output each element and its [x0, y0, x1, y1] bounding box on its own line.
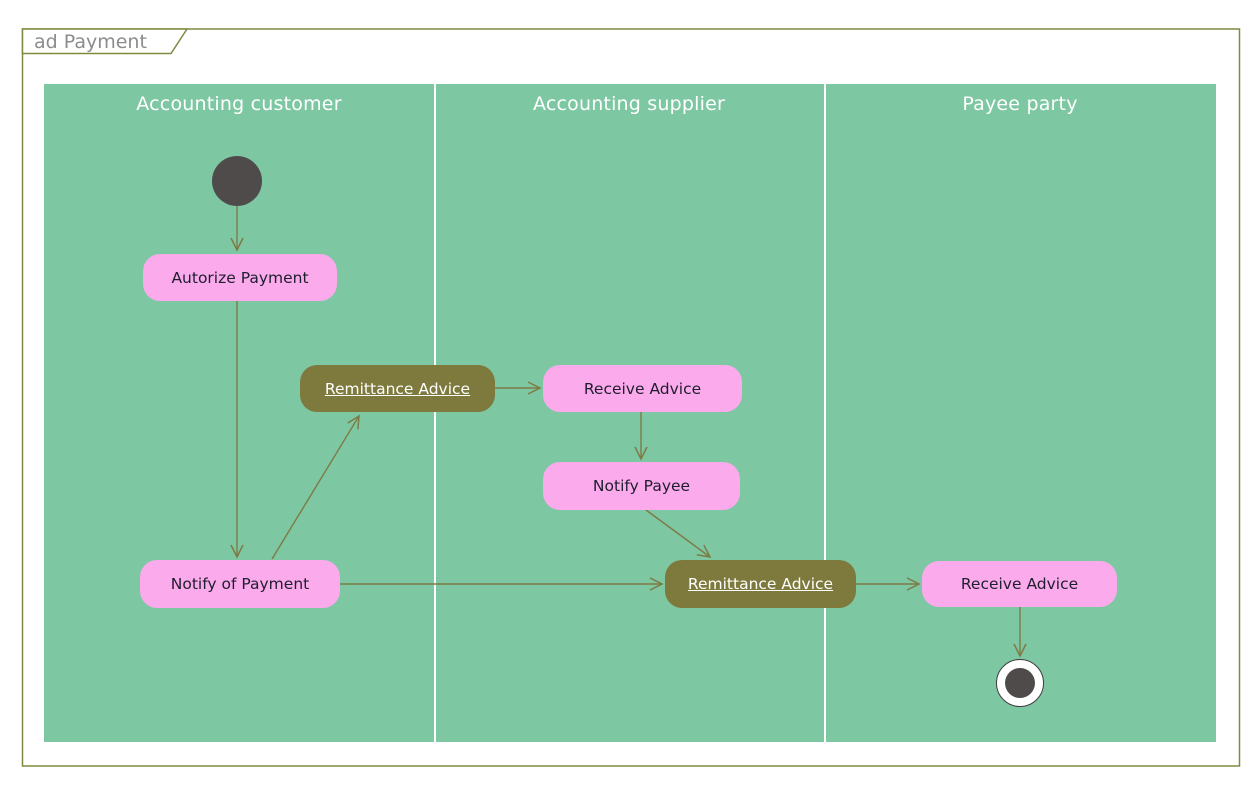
lane-label: Payee party — [962, 93, 1078, 115]
initial-node[interactable] — [212, 156, 262, 206]
activity-label: Receive Advice — [960, 575, 1079, 593]
object-node-label: Remittance Advice — [687, 575, 834, 593]
object-node-label: Remittance Advice — [324, 379, 471, 398]
activity-label: Notify Payee — [592, 477, 691, 495]
activity-label: Notify of Payment — [170, 575, 310, 593]
activity-receive-advice-payee[interactable]: Receive Advice — [922, 561, 1117, 607]
lane-divider-2 — [824, 84, 826, 742]
activity-notify-payee[interactable]: Notify Payee — [543, 462, 740, 510]
lane-header-accounting-supplier: Accounting supplier — [434, 86, 824, 122]
lane-label: Accounting supplier — [532, 93, 726, 115]
edge-notify-of-payment-to-remittance-advice-customer[interactable] — [271, 414, 360, 560]
edge-notify-payee-to-remittance-advice-supplier[interactable] — [645, 509, 712, 558]
activity-receive-advice-supplier[interactable]: Receive Advice — [543, 365, 742, 412]
activity-notify-of-payment[interactable]: Notify of Payment — [140, 560, 340, 608]
frame-title: ad Payment — [34, 31, 147, 53]
final-node[interactable] — [996, 659, 1044, 707]
lane-divider-1 — [434, 84, 436, 742]
activity-autorize-payment[interactable]: Autorize Payment — [143, 254, 337, 301]
lane-header-payee-party: Payee party — [824, 86, 1216, 122]
final-node-core — [1005, 668, 1035, 698]
lane-label: Accounting customer — [136, 93, 342, 115]
object-node-remittance-advice-supplier[interactable]: Remittance Advice — [665, 560, 856, 608]
activity-label: Autorize Payment — [171, 268, 309, 287]
lane-header-accounting-customer: Accounting customer — [44, 86, 434, 122]
activity-label: Receive Advice — [583, 379, 702, 398]
object-node-remittance-advice-customer[interactable]: Remittance Advice — [300, 365, 495, 412]
